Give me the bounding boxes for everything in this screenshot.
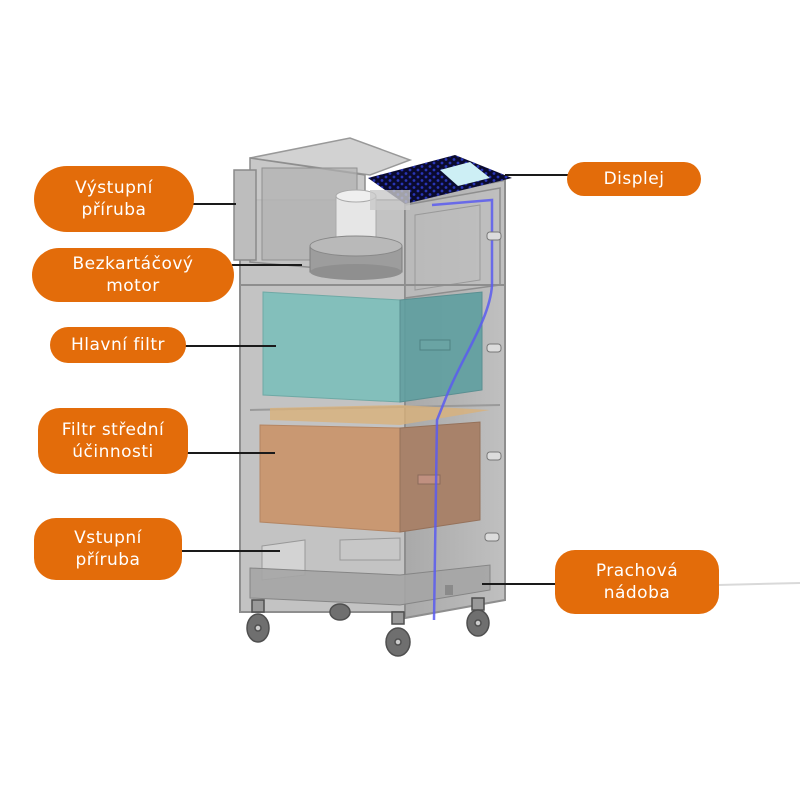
callout-filtr-stredni-ucinnosti: Filtr střední účinnosti bbox=[38, 408, 188, 474]
cabinet-base bbox=[249, 537, 491, 606]
leader-line-vstupni-priruba bbox=[180, 550, 280, 552]
casters bbox=[246, 597, 490, 657]
callout-vstupni-priruba: Vstupní příruba bbox=[34, 518, 182, 580]
leader-line-filtr-stredni-ucinnosti bbox=[187, 452, 275, 454]
outlet-flange-panel bbox=[233, 169, 257, 261]
callout-prachova-nadoba: Prachová nádoba bbox=[555, 550, 719, 614]
leader-line-prachova-nadoba bbox=[482, 583, 558, 585]
leader-line-hlavni-filtr bbox=[183, 345, 276, 347]
callout-bezkartacovy-motor: Bezkartáčový motor bbox=[32, 248, 234, 302]
callout-hlavni-filtr: Hlavní filtr bbox=[50, 327, 186, 363]
callout-vystupni-priruba: Výstupní příruba bbox=[34, 166, 194, 232]
brushless-motor bbox=[309, 189, 410, 280]
cable bbox=[431, 198, 494, 621]
dust-container bbox=[249, 564, 491, 606]
leader-line-displej bbox=[505, 174, 570, 176]
display-screen bbox=[440, 162, 490, 186]
leader-line-vystupni-priruba bbox=[192, 203, 236, 205]
callout-displej: Displej bbox=[567, 162, 701, 196]
leader-line-bezkartacovy-motor bbox=[232, 264, 302, 266]
main-filter bbox=[262, 291, 483, 403]
medium-efficiency-filter bbox=[259, 405, 490, 533]
door-latches bbox=[484, 231, 502, 542]
